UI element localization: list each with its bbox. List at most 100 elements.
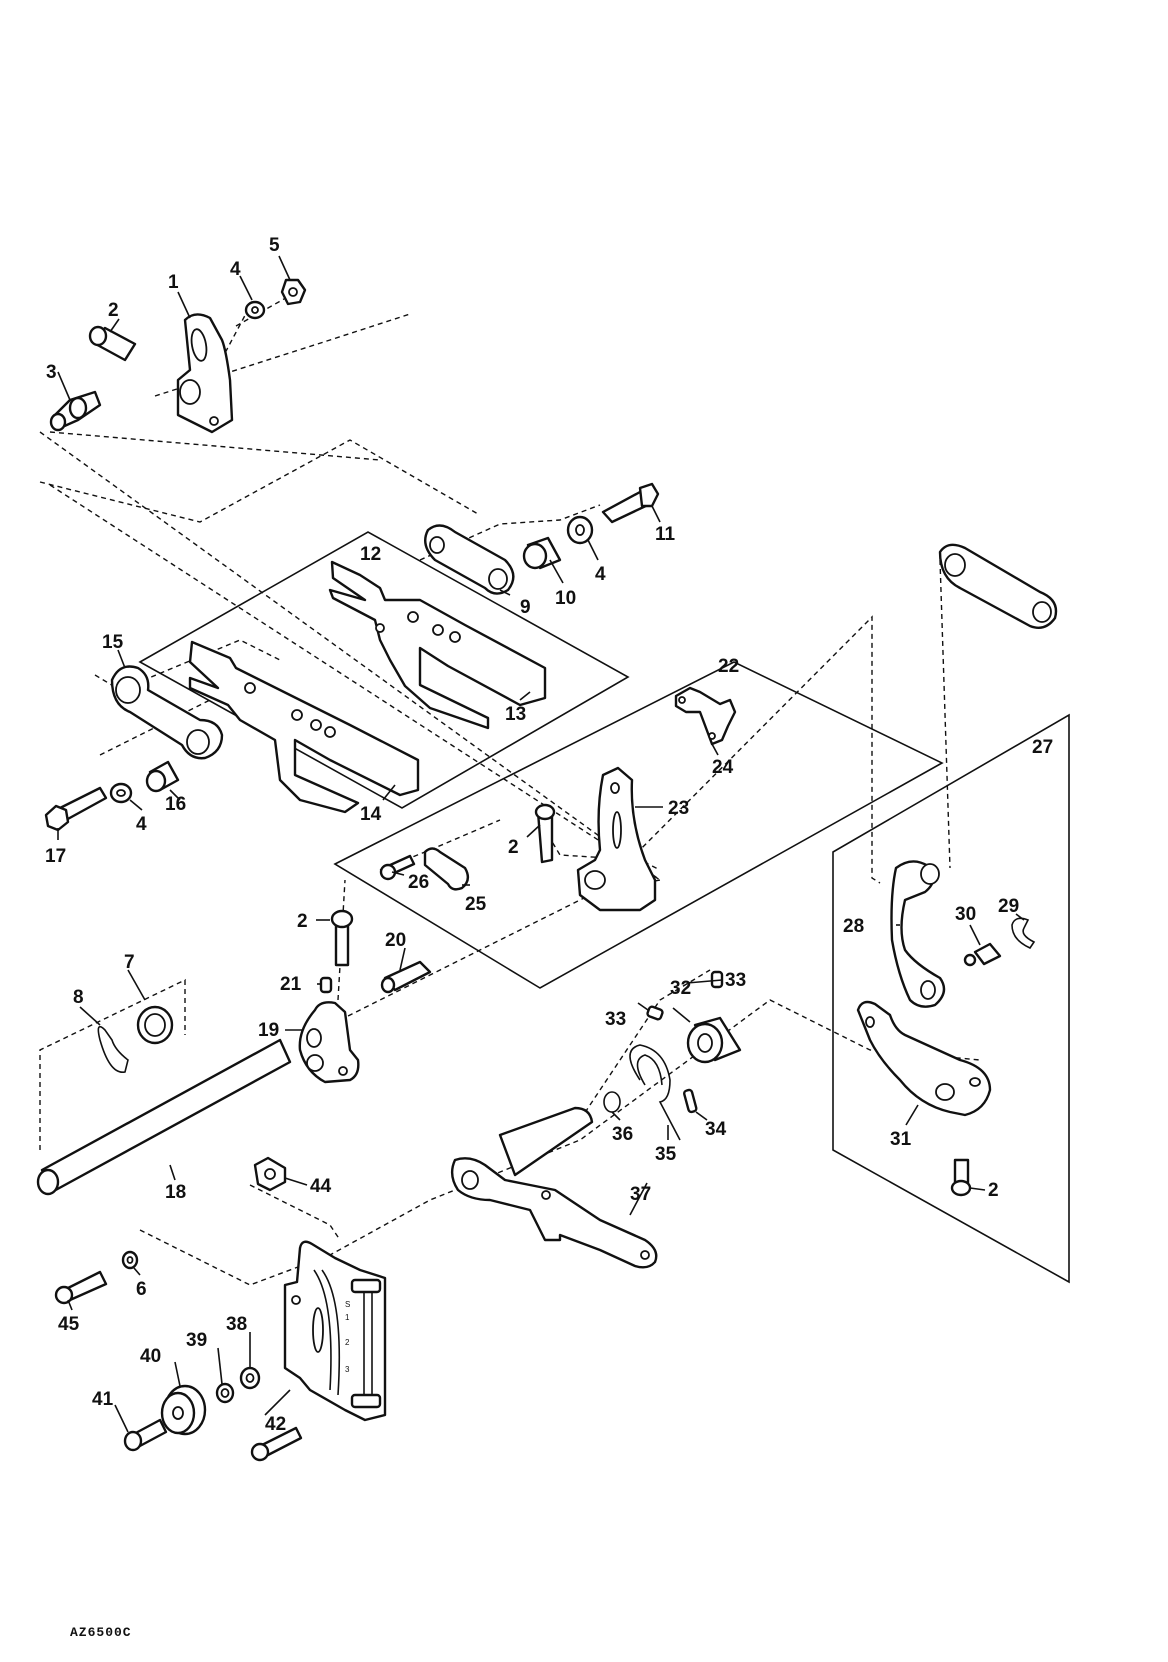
callout-25: 25 — [465, 894, 487, 915]
part-2-socket-screw — [950, 1158, 972, 1197]
callout-27: 27 — [1032, 737, 1053, 758]
callout-9: 9 — [520, 597, 531, 618]
part-29-e-ring — [1011, 917, 1036, 950]
part-34-spring-pin — [683, 1088, 698, 1114]
part-lower-phillips-screw — [250, 1426, 303, 1462]
part-25-plate — [423, 847, 470, 891]
part-14-feed-bar — [188, 640, 420, 814]
callout-41: 41 — [92, 1389, 114, 1410]
part-11-hex-bolt — [601, 482, 660, 524]
callout-7: 7 — [124, 952, 135, 973]
part-32-collar — [686, 1016, 742, 1064]
part-24-crank-block — [674, 686, 737, 746]
callout-37: 37 — [630, 1184, 651, 1205]
callout-26: 26 — [408, 872, 429, 893]
callout-4: 4 — [230, 259, 241, 280]
part-18-shaft — [36, 1038, 292, 1196]
callout-42: 42 — [265, 1414, 286, 1435]
callout-10: 10 — [555, 588, 576, 609]
callout-17: 17 — [45, 846, 66, 867]
callout-16: 16 — [165, 794, 186, 815]
callout-22: 22 — [718, 656, 739, 677]
part-33-set-screw — [710, 970, 724, 989]
scale-mark-3: 3 — [345, 1365, 350, 1374]
callout-29: 29 — [998, 896, 1019, 917]
callout-4c: 4 — [136, 814, 147, 835]
callout-35: 35 — [655, 1144, 677, 1165]
part-41-slotted-screw — [123, 1418, 168, 1452]
callout-1: 1 — [168, 272, 179, 293]
part-23-slotted-crank — [576, 766, 657, 912]
figure-id-label: AZ6500C — [70, 1625, 132, 1640]
frame-assembly-27 — [832, 713, 1070, 1284]
part-5-hex-nut-hole — [288, 287, 298, 297]
part-38-washer-hole — [245, 1373, 255, 1383]
scale-mark-2: 2 — [345, 1338, 350, 1347]
part-4-washer-hole — [575, 524, 585, 536]
callout-2d: 2 — [297, 911, 308, 932]
part-upper-link — [938, 543, 1058, 629]
callout-39: 39 — [186, 1330, 207, 1351]
part-44-square-nut — [253, 1156, 287, 1192]
frame-assembly-12 — [138, 531, 630, 809]
callout-2: 2 — [108, 300, 119, 321]
callout-20: 20 — [385, 930, 406, 951]
part-35-torsion-spring — [629, 1044, 681, 1141]
part-33-set-screw — [646, 1005, 664, 1021]
part-40-knurled-knob — [160, 1384, 207, 1436]
part-39-washer-hole — [220, 1388, 230, 1398]
part-17-hex-bolt — [44, 786, 108, 832]
part-4-washer-hole — [251, 306, 259, 314]
part-30-stud — [963, 942, 1002, 967]
callout-2c: 2 — [988, 1180, 999, 1201]
callout-28: 28 — [843, 916, 864, 937]
callout-32: 32 — [670, 978, 691, 999]
callout-19: 19 — [258, 1020, 279, 1041]
frame-assembly-22 — [333, 661, 944, 989]
part-37-lever-shaft — [450, 1106, 658, 1269]
part-15-connecting-link — [110, 665, 224, 760]
callout-8: 8 — [73, 987, 84, 1008]
part-2-socket-screw — [88, 325, 137, 362]
callouts: 1 2 3 4 5 9 10 4 11 12 13 15 14 16 4 17 … — [45, 235, 1053, 1435]
part-19-clamp-crank — [298, 1001, 360, 1084]
part-3-stud — [49, 390, 102, 432]
callout-33a: 33 — [725, 970, 746, 991]
callout-36: 36 — [612, 1124, 633, 1145]
callout-11: 11 — [655, 524, 676, 545]
part-31-crank-arm — [856, 1000, 992, 1117]
part-9-link — [424, 524, 515, 595]
callout-18: 18 — [165, 1182, 186, 1203]
callout-2b: 2 — [508, 837, 519, 858]
callout-34: 34 — [705, 1119, 727, 1140]
part-6-washer-hole — [126, 1256, 134, 1264]
part-13-feed-bar — [328, 560, 547, 730]
callout-30: 30 — [955, 904, 976, 925]
part-2-socket-screw — [534, 803, 556, 864]
callout-4b: 4 — [595, 564, 606, 585]
callout-6: 6 — [136, 1279, 147, 1300]
part-8-e-ring — [97, 1025, 129, 1073]
part-28-link — [890, 860, 946, 1008]
assembly-lines — [39, 289, 981, 1291]
callout-13: 13 — [505, 704, 526, 725]
scale-mark-1: 1 — [345, 1313, 350, 1322]
part-4-washer-hole — [116, 789, 126, 797]
callout-38: 38 — [226, 1314, 247, 1335]
callout-3: 3 — [46, 362, 57, 383]
part-42-scale-plate: S 1 2 3 — [283, 1240, 387, 1422]
scale-mark-s: S — [345, 1300, 350, 1309]
callout-15: 15 — [102, 632, 124, 653]
part-2-socket-screw — [330, 909, 354, 967]
callout-33b: 33 — [605, 1009, 626, 1030]
callout-23: 23 — [668, 798, 689, 819]
callout-5: 5 — [269, 235, 280, 256]
callout-45: 45 — [58, 1314, 80, 1335]
part-7-washer-hole — [144, 1013, 166, 1037]
callout-31: 31 — [890, 1129, 912, 1150]
callout-24: 24 — [712, 757, 734, 778]
part-1-lever-arm — [176, 313, 234, 434]
part-20-pin — [380, 960, 432, 994]
part-16-bushing — [145, 760, 180, 793]
